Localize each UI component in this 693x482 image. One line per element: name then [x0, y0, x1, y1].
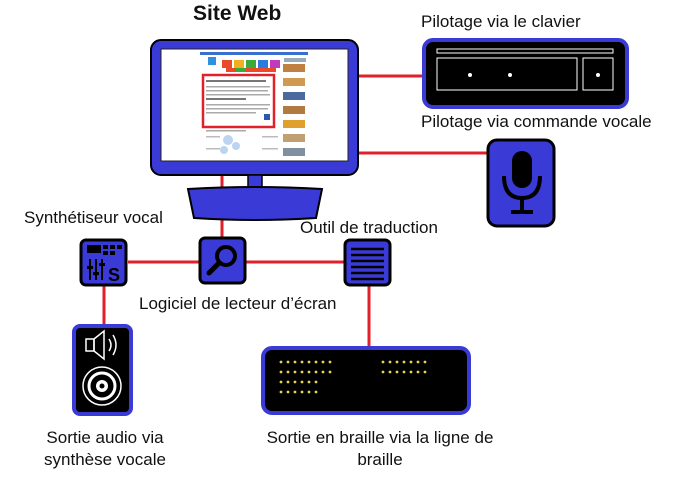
braille-dot	[314, 360, 318, 364]
speaker-icon	[72, 324, 133, 416]
braille-dot	[279, 380, 283, 384]
braille-dot	[293, 380, 297, 384]
microphone-icon	[486, 138, 556, 228]
braille-output-label-line1: Sortie en braille via la ligne de	[266, 428, 494, 447]
magnifier-icon	[198, 236, 247, 285]
braille-dot	[307, 360, 311, 364]
braille-dot	[402, 370, 406, 374]
braille-dot	[286, 360, 290, 364]
translation-label: Outil de traduction	[300, 218, 438, 237]
title-label: Site Web	[193, 2, 282, 25]
document-lines-icon	[343, 238, 392, 287]
screen-reader-label: Logiciel de lecteur d’écran	[139, 294, 337, 313]
audio-output-label-line1: Sortie audio via	[46, 428, 164, 447]
braille-dot	[307, 370, 311, 374]
braille-dot	[286, 380, 290, 384]
braille-dot	[314, 370, 318, 374]
braille-display-icon	[261, 346, 471, 415]
braille-dot	[381, 370, 385, 374]
braille-dot	[286, 390, 290, 394]
synthesizer-icon: S	[79, 238, 128, 287]
braille-dot	[388, 360, 392, 364]
braille-dot	[381, 360, 385, 364]
monitor-icon	[150, 39, 359, 221]
braille-dot	[314, 380, 318, 384]
synthesizer-label: Synthétiseur vocal	[24, 208, 163, 227]
braille-dot	[293, 360, 297, 364]
braille-dot	[321, 370, 325, 374]
braille-dot	[300, 390, 304, 394]
braille-dot	[314, 390, 318, 394]
braille-dot	[423, 370, 427, 374]
braille-dot	[307, 390, 311, 394]
braille-dot	[409, 370, 413, 374]
webpage-highlight	[201, 73, 276, 129]
braille-dot	[402, 360, 406, 364]
braille-dot	[416, 370, 420, 374]
braille-dot	[321, 360, 325, 364]
braille-dot	[286, 370, 290, 374]
braille-dot	[293, 370, 297, 374]
braille-dot	[416, 360, 420, 364]
braille-output-label-line2: braille	[357, 450, 403, 469]
webpage-thumbnail	[200, 52, 308, 156]
voice-command-label: Pilotage via commande vocale	[421, 112, 652, 131]
audio-output-label-line2: synthèse vocale	[44, 450, 166, 469]
keyboard-icon	[422, 38, 629, 109]
braille-dot	[279, 360, 283, 364]
braille-dot	[395, 360, 399, 364]
braille-dot	[300, 370, 304, 374]
braille-dot	[388, 370, 392, 374]
braille-dot	[279, 370, 283, 374]
braille-dot	[300, 380, 304, 384]
braille-dot	[328, 370, 332, 374]
braille-dot	[409, 360, 413, 364]
braille-dot	[423, 360, 427, 364]
braille-dot	[300, 360, 304, 364]
braille-dot	[307, 380, 311, 384]
svg-text:S: S	[108, 265, 120, 285]
braille-dot	[395, 370, 399, 374]
braille-dot	[293, 390, 297, 394]
braille-dots	[279, 360, 427, 394]
braille-dot	[279, 390, 283, 394]
keyboard-label: Pilotage via le clavier	[421, 12, 581, 31]
braille-dot	[328, 360, 332, 364]
